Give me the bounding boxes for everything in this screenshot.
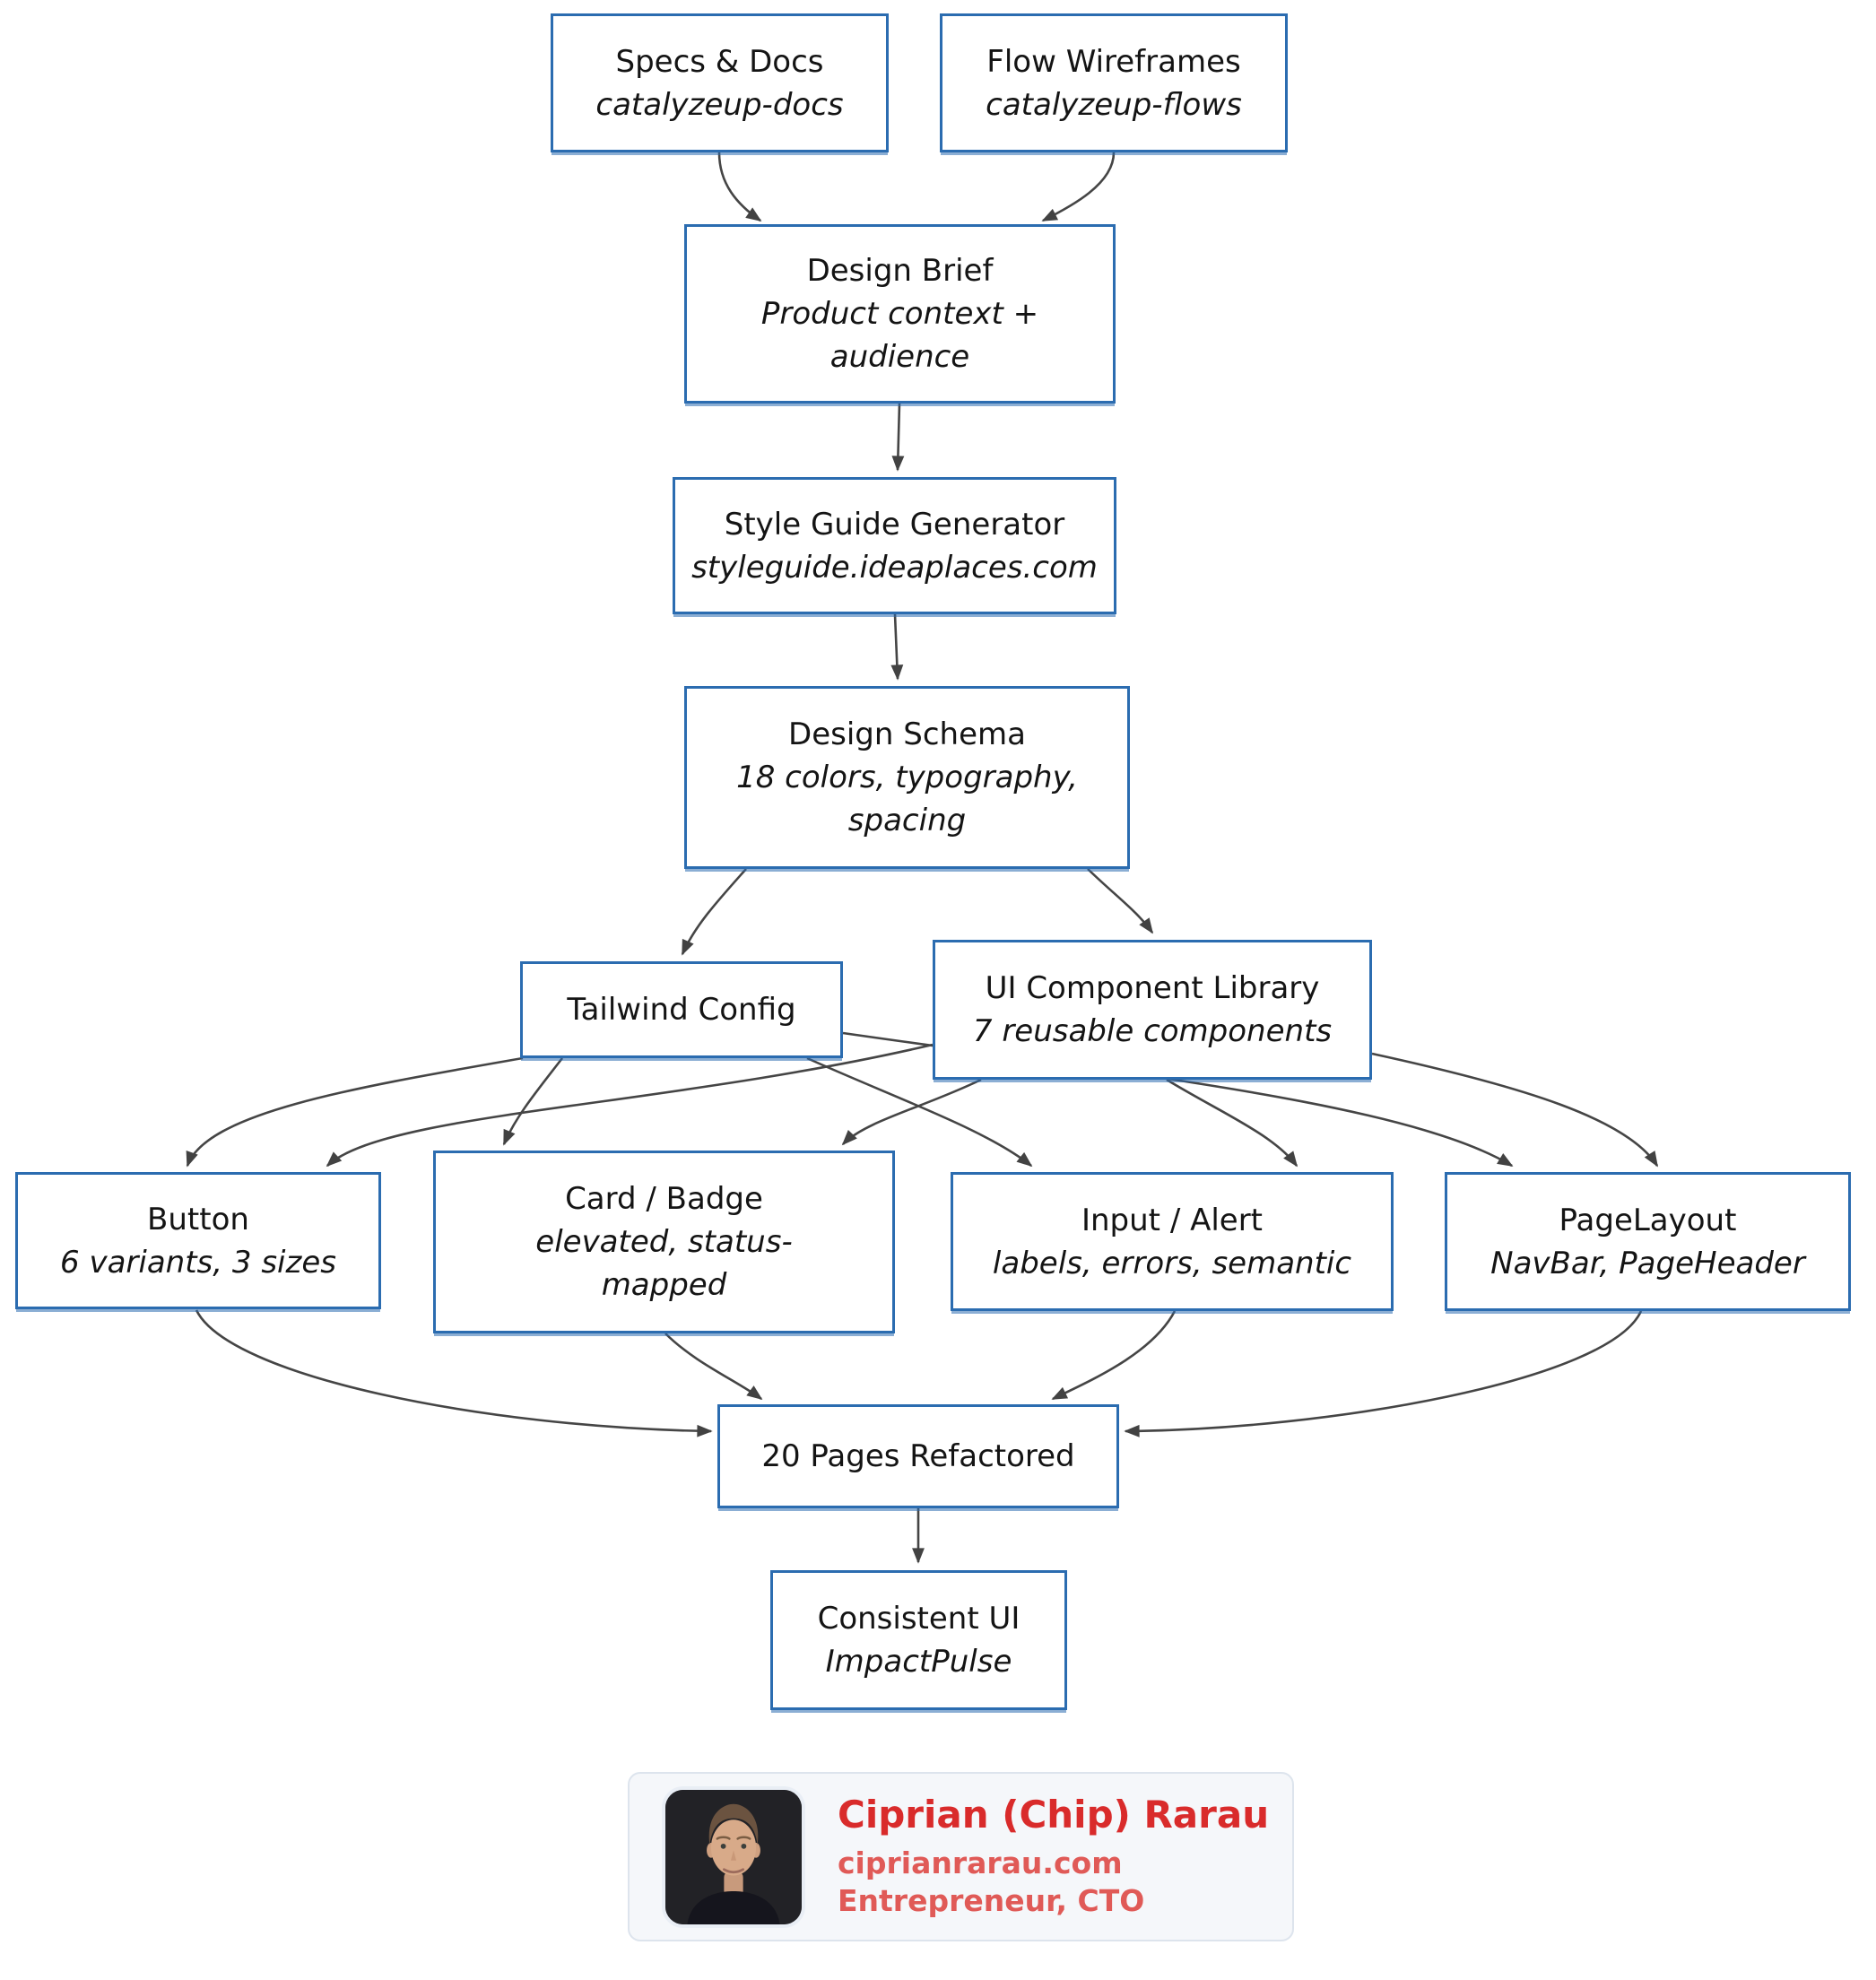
edge-card-badge-to-pages-refactored xyxy=(664,1333,763,1401)
node-specs-docs: Specs & Docs catalyzeup-docs xyxy=(551,13,889,152)
node-card-badge: Card / Badge elevated, status- mapped xyxy=(433,1151,895,1333)
node-tailwind-config: Tailwind Config xyxy=(520,961,843,1058)
node-title: Specs & Docs xyxy=(615,43,824,80)
edge-design-brief-to-style-guide-generator xyxy=(891,403,905,472)
author-website: ciprianrarau.com xyxy=(838,1845,1123,1880)
node-subtitle: 7 reusable components xyxy=(972,1013,1333,1049)
node-style-guide-generator: Style Guide Generator styleguide.ideapla… xyxy=(673,477,1116,614)
author-name: Ciprian (Chip) Rarau xyxy=(838,1792,1270,1837)
edge-design-schema-to-ui-component-library xyxy=(1087,868,1154,934)
author-photo xyxy=(662,1785,805,1928)
node-button: Button 6 variants, 3 sizes xyxy=(15,1172,381,1309)
edge-flow-wireframes-to-design-brief xyxy=(1041,152,1116,222)
node-subtitle: elevated, status- mapped xyxy=(535,1224,793,1303)
node-title: Design Schema xyxy=(788,716,1026,752)
node-subtitle: styleguide.ideaplaces.com xyxy=(691,549,1098,586)
author-text-block: Ciprian (Chip) Rarau ciprianrarau.com En… xyxy=(838,1793,1269,1921)
node-subtitle: labels, errors, semantic xyxy=(992,1245,1352,1281)
node-title: Input / Alert xyxy=(1081,1202,1264,1238)
node-title: Consistent UI xyxy=(817,1601,1021,1637)
node-ui-component-library: UI Component Library 7 reusable componen… xyxy=(933,940,1372,1080)
edge-tailwind-config-to-card-badge xyxy=(502,1057,564,1146)
node-consistent-ui: Consistent UI ImpactPulse xyxy=(770,1570,1067,1710)
node-pagelayout: PageLayout NavBar, PageHeader xyxy=(1445,1172,1851,1311)
node-title: Design Brief xyxy=(806,253,994,289)
node-subtitle: catalyzeup-docs xyxy=(595,86,844,123)
node-design-brief: Design Brief Product context + audience xyxy=(684,224,1116,404)
node-pages-refactored: 20 Pages Refactored xyxy=(717,1404,1119,1508)
edge-ui-component-library-to-pagelayout xyxy=(1371,1052,1659,1168)
edge-ui-component-library-to-card-badge xyxy=(841,1078,982,1146)
edge-button-to-pages-refactored xyxy=(195,1309,713,1437)
edge-ui-component-library-to-button xyxy=(326,1043,934,1168)
node-title: 20 Pages Refactored xyxy=(761,1438,1075,1474)
edge-specs-docs-to-design-brief xyxy=(717,152,762,222)
edge-pagelayout-to-pages-refactored xyxy=(1124,1310,1643,1437)
edge-input-alert-to-pages-refactored xyxy=(1051,1310,1177,1401)
edge-ui-component-library-to-input-alert xyxy=(1166,1078,1298,1168)
node-subtitle: NavBar, PageHeader xyxy=(1490,1245,1805,1281)
node-title: Tailwind Config xyxy=(567,992,796,1028)
node-subtitle: catalyzeup-flows xyxy=(986,86,1242,123)
node-input-alert: Input / Alert labels, errors, semantic xyxy=(951,1172,1394,1311)
node-title: PageLayout xyxy=(1559,1202,1737,1238)
node-subtitle: 18 colors, typography, spacing xyxy=(736,760,1078,838)
edge-tailwind-config-to-input-alert xyxy=(806,1056,1033,1168)
edge-tailwind-config-to-button xyxy=(186,1056,524,1168)
author-card: Ciprian (Chip) Rarau ciprianrarau.com En… xyxy=(628,1772,1294,1941)
node-subtitle: Product context + audience xyxy=(760,296,1039,375)
node-design-schema: Design Schema 18 colors, typography, spa… xyxy=(684,686,1130,869)
node-title: Flow Wireframes xyxy=(986,43,1241,80)
author-portrait-illustration xyxy=(665,1789,802,1924)
edge-style-guide-generator-to-design-schema xyxy=(890,613,904,681)
edge-design-schema-to-tailwind-config xyxy=(681,868,747,956)
node-title: UI Component Library xyxy=(985,970,1320,1006)
node-title: Button xyxy=(147,1201,249,1238)
node-subtitle: ImpactPulse xyxy=(825,1644,1012,1680)
node-subtitle: 6 variants, 3 sizes xyxy=(60,1244,336,1281)
author-role: Entrepreneur, CTO xyxy=(838,1883,1145,1919)
node-flow-wireframes: Flow Wireframes catalyzeup-flows xyxy=(940,13,1288,152)
node-title: Card / Badge xyxy=(565,1181,763,1217)
node-title: Style Guide Generator xyxy=(724,506,1065,543)
